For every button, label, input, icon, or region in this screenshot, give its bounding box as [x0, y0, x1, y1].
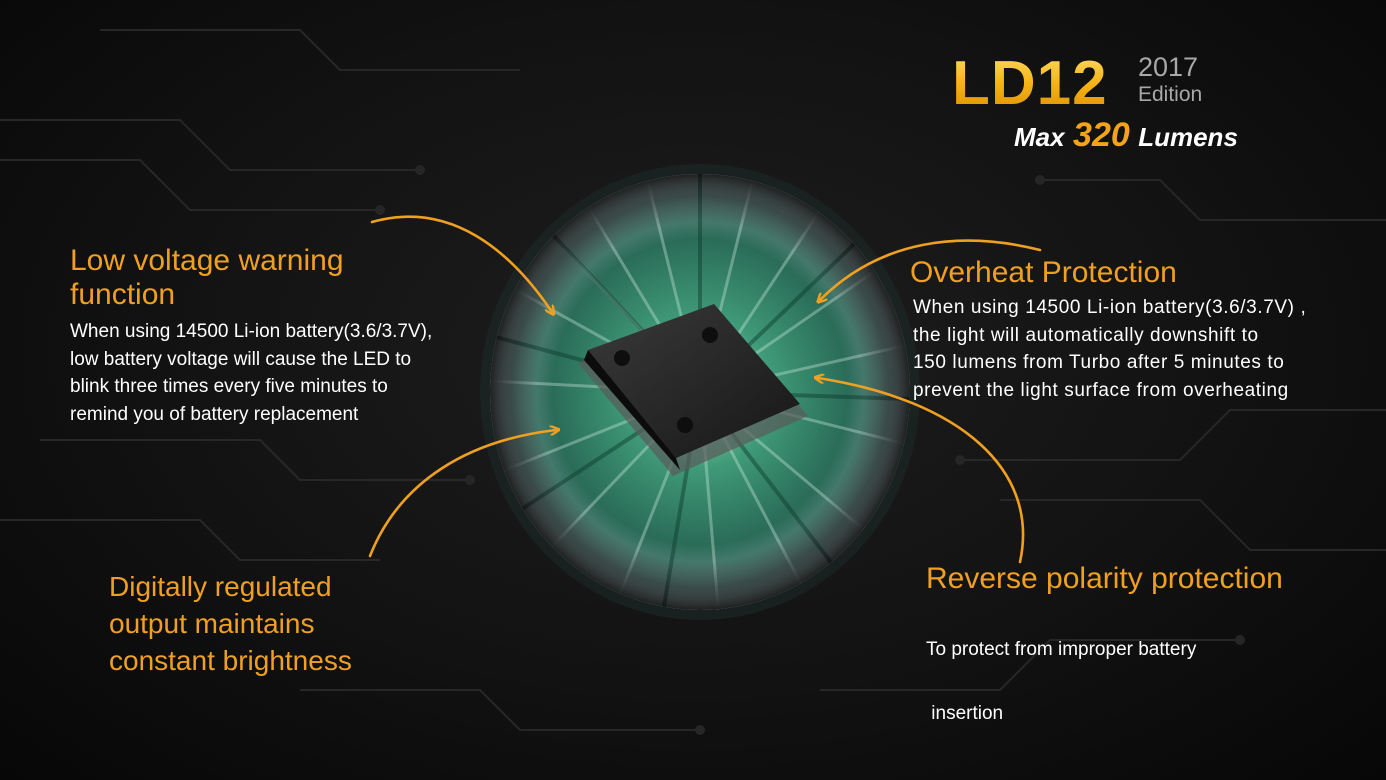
edition-label: Edition — [1138, 83, 1203, 106]
lumens-label: Lumens — [1138, 122, 1238, 152]
product-branding: LD12 2017 Edition Max 320 Lumens — [948, 48, 1368, 158]
description-line: 150 lumens from Turbo after 5 minutes to — [913, 352, 1285, 373]
callout-arrows — [368, 215, 1042, 564]
feature-description: To protect from improper battery inserti… — [926, 600, 1346, 763]
description-line: To protect from improper battery — [926, 639, 1197, 660]
arrow-overheat — [820, 239, 1042, 300]
feature-title: Digitally regulated — [109, 571, 332, 602]
circuit-pads — [375, 165, 1245, 735]
arrow-digital — [368, 430, 556, 558]
description-line: the light will automatically downshift t… — [913, 324, 1259, 346]
arrow-reverse — [818, 378, 1025, 564]
feature-description: When using 14500 Li-ion battery(3.6/3.7V… — [70, 318, 510, 428]
feature-title: function — [70, 278, 176, 311]
feature-title: Reverse polarity protection — [926, 562, 1283, 595]
feature-low-voltage: Low voltage warning function When using … — [70, 244, 510, 428]
feature-title: constant brightness — [109, 645, 352, 676]
feature-overheat: Overheat Protection When using 14500 Li-… — [910, 256, 1370, 404]
model-name: LD12 — [952, 49, 1108, 118]
feature-description: When using 14500 Li-ion battery(3.6/3.7V… — [910, 294, 1370, 404]
description-line: insertion — [926, 702, 1004, 724]
description-line: When using 14500 Li-ion battery(3.6/3.7V… — [70, 321, 433, 342]
description-line: blink three times every five minutes to — [70, 376, 388, 397]
circuit-traces — [0, 29, 1386, 731]
feature-title: Overheat Protection — [910, 256, 1177, 289]
lumens-value: 320 — [1073, 116, 1130, 154]
feature-digital-regulation: Digitally regulated output maintains con… — [109, 568, 439, 679]
max-label: Max — [1014, 122, 1065, 152]
description-line: prevent the light surface from overheati… — [913, 379, 1289, 401]
description-line: low battery voltage will cause the LED t… — [70, 348, 412, 370]
edition-year: 2017 — [1138, 52, 1199, 82]
description-line: remind you of battery replacement — [70, 403, 359, 425]
feature-title: Low voltage warning — [70, 244, 344, 277]
description-line: When using 14500 Li-ion battery(3.6/3.7V… — [913, 297, 1307, 318]
feature-reverse-polarity: Reverse polarity protection To protect f… — [926, 562, 1346, 763]
arrow-low-voltage — [370, 215, 552, 312]
feature-title: output maintains — [109, 608, 315, 639]
max-lumens: Max 320 Lumens — [1014, 116, 1238, 155]
